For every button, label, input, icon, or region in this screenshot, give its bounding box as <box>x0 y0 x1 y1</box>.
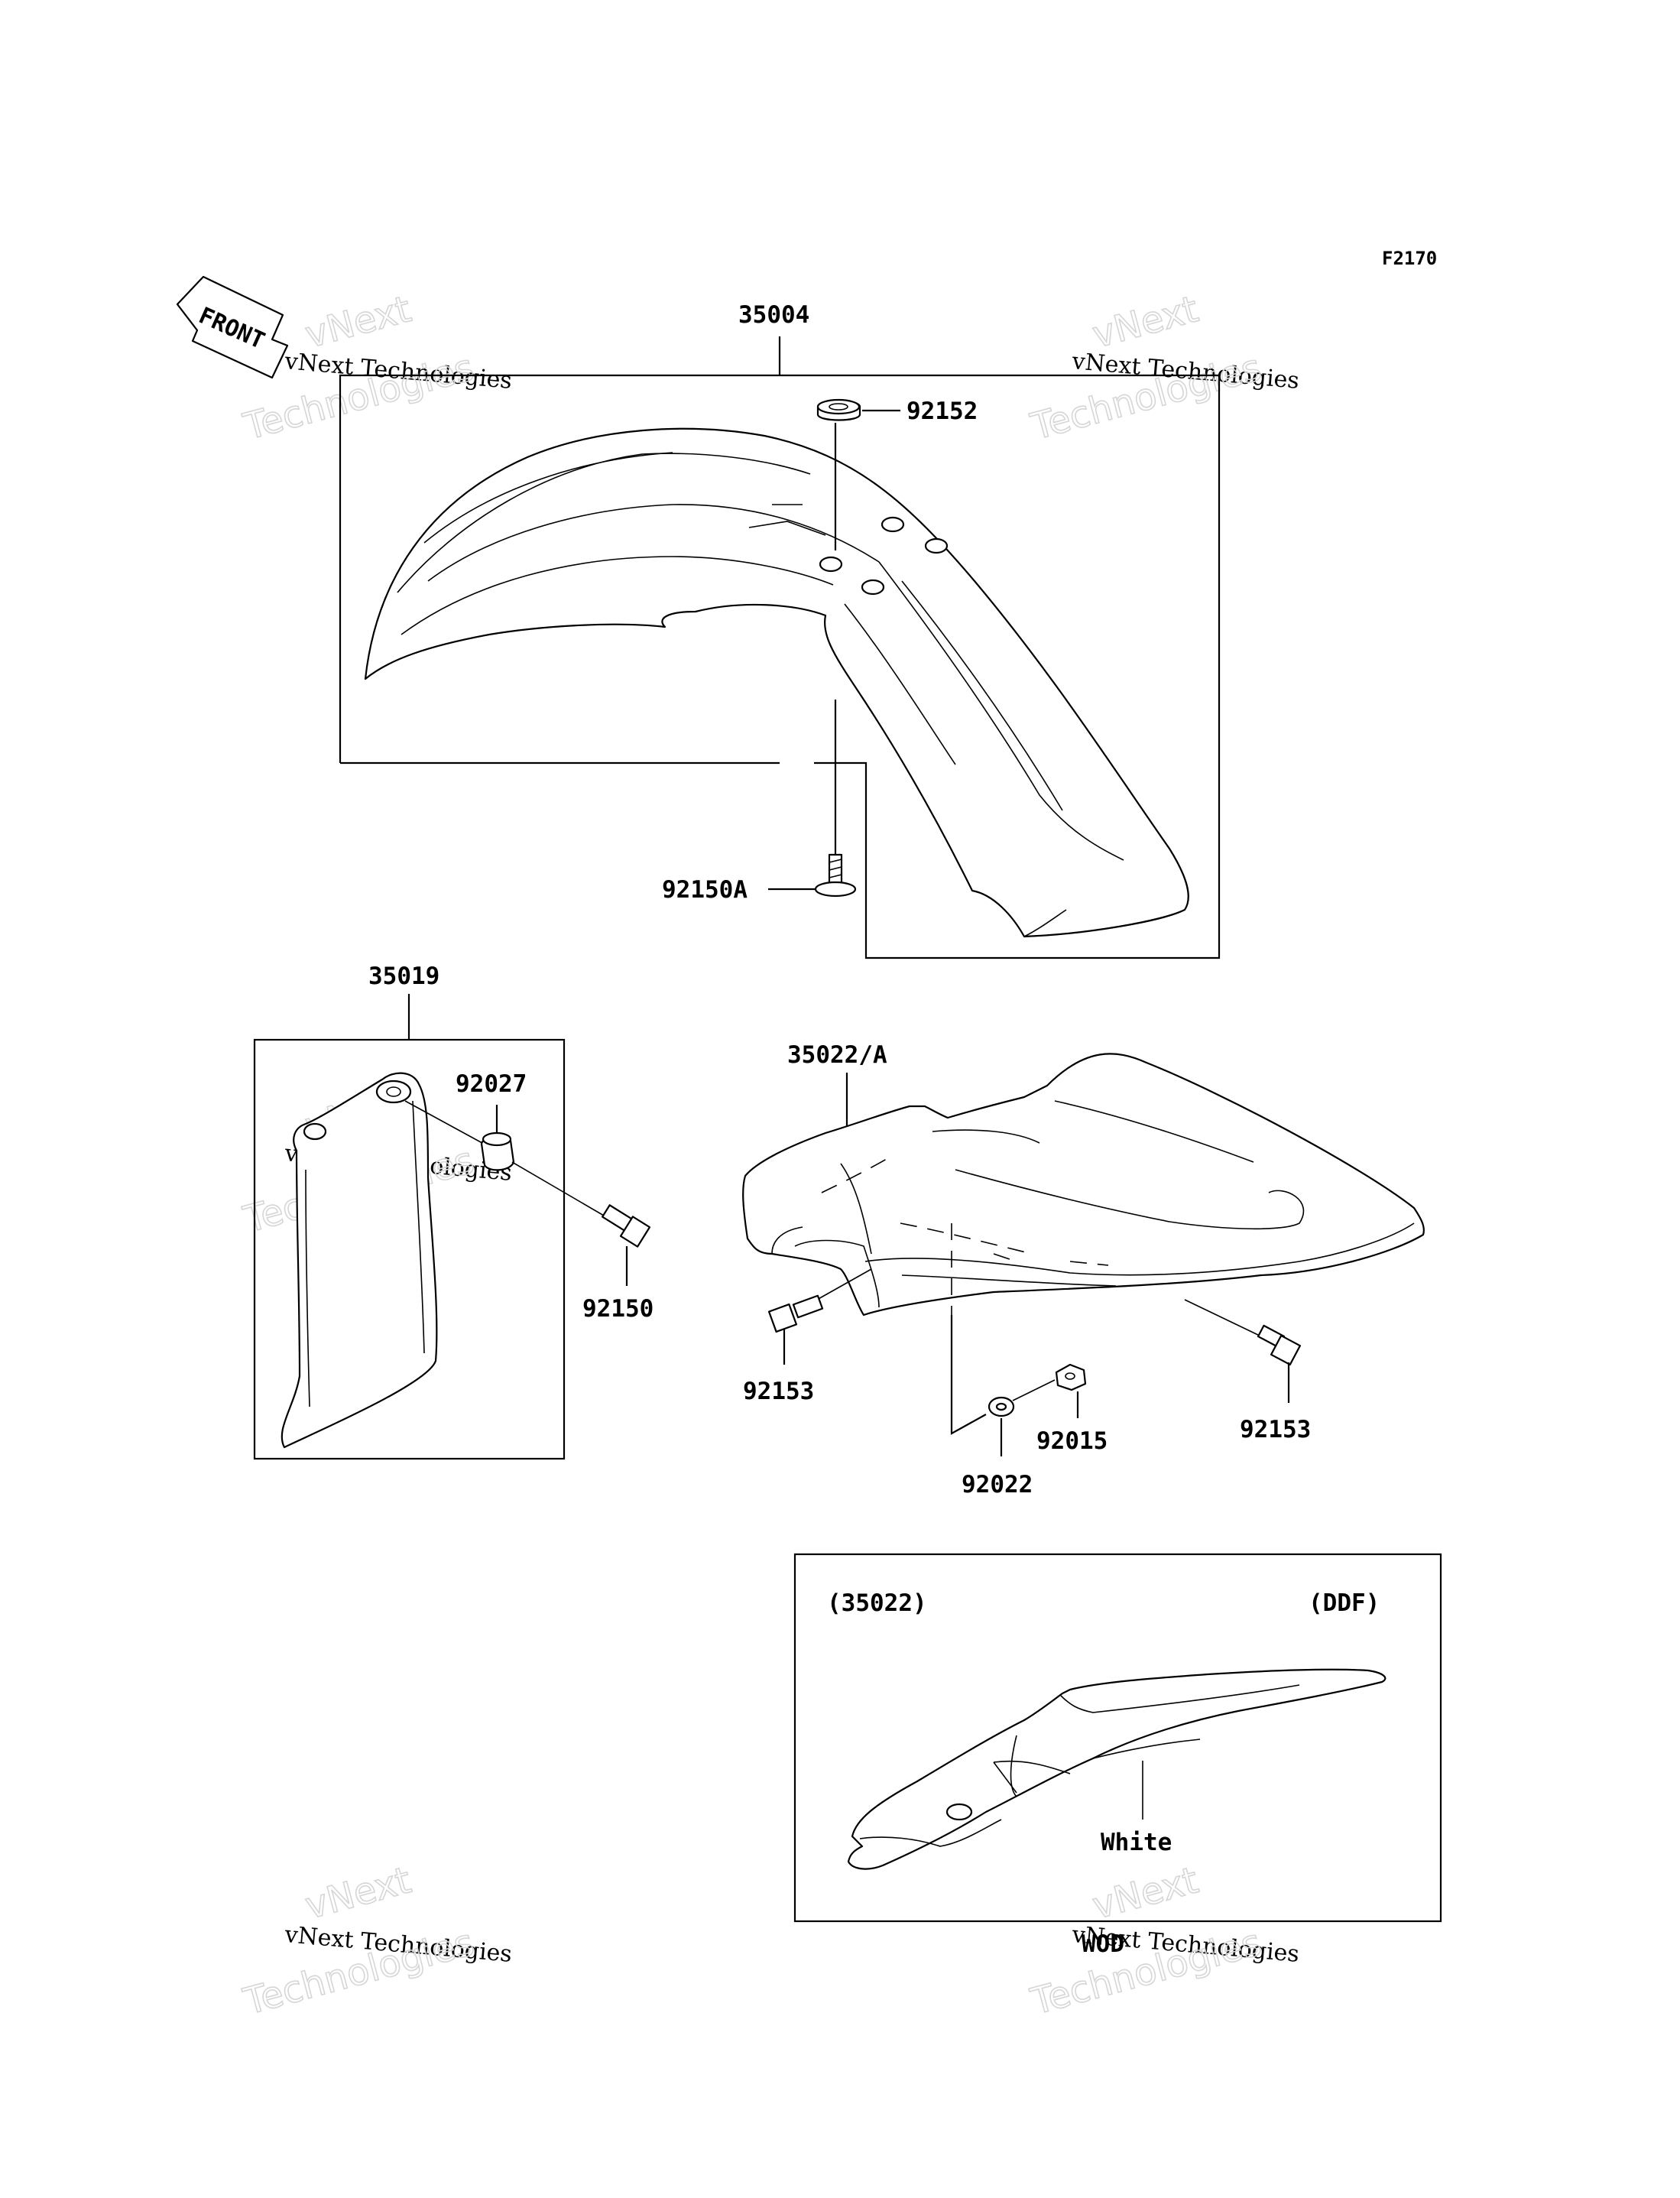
front-fender-group: 35004 92152 92150A <box>339 301 1221 959</box>
svg-text:vNext: vNext <box>1088 1859 1203 1927</box>
watermark-bottom-left: vNext vNext Technologies Technologies <box>238 1858 513 2024</box>
callout-92152: 92152 <box>906 398 978 425</box>
svg-text:vNext: vNext <box>301 1859 416 1927</box>
inset-color-note: White <box>1101 1829 1172 1856</box>
front-arrow-icon: FRONT <box>176 275 289 379</box>
front-fender <box>364 427 1189 938</box>
watermark-bottom-right: vNext vNext Technologies Technologies <box>1026 1858 1300 2024</box>
callout-92153-left: 92153 <box>743 1378 814 1405</box>
callout-92015: 92015 <box>1036 1427 1108 1455</box>
nut-92015 <box>1055 1363 1087 1391</box>
inset-variant-code: WOD <box>1082 1930 1124 1958</box>
callout-92027: 92027 <box>456 1070 527 1098</box>
fork-guard <box>281 1072 438 1449</box>
callout-92153-right: 92153 <box>1240 1416 1311 1443</box>
rear-fender <box>742 1053 1425 1317</box>
svg-text:vNext: vNext <box>301 287 416 356</box>
callout-35019: 35019 <box>368 963 439 990</box>
rear-fender-group: 35022/A 92153 92153 92022 <box>742 1041 1425 1498</box>
callout-92150A: 92150A <box>662 876 748 904</box>
inset-variant-box: (35022) (DDF) White WOD <box>793 1553 1442 1958</box>
fork-guard-group: 35019 92027 92150 <box>253 963 654 1460</box>
figure-code: F2170 <box>1382 248 1437 269</box>
svg-text:vNext: vNext <box>1088 287 1203 356</box>
callout-35022A: 35022/A <box>787 1041 887 1069</box>
inset-part-label: (35022) <box>827 1589 927 1617</box>
inset-code-label: (DDF) <box>1309 1589 1380 1617</box>
callout-92150: 92150 <box>582 1295 654 1323</box>
bolt-92153-left <box>792 1294 824 1319</box>
callout-35004: 35004 <box>738 301 809 329</box>
watermark-top-left: vNext vNext Technologies Technologies <box>238 287 513 449</box>
callout-92022: 92022 <box>962 1471 1033 1498</box>
watermark-top-right: vNext vNext Technologies Technologies <box>1026 287 1300 449</box>
